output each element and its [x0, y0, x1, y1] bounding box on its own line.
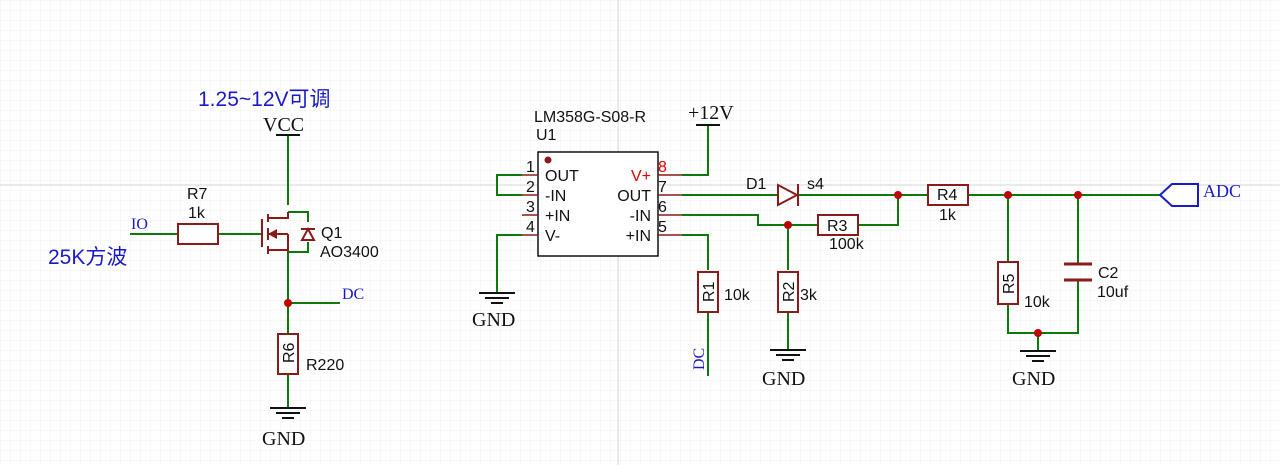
- u1-pin-num: 7: [658, 179, 667, 196]
- gnd-label-r2: GND: [762, 368, 805, 390]
- r1-body[interactable]: [697, 271, 719, 313]
- adc-port-flag[interactable]: [1158, 183, 1199, 207]
- u1-pin-num: 3: [526, 199, 535, 216]
- r7-body[interactable]: [177, 223, 219, 245]
- u1-pin-name: V+: [631, 168, 651, 185]
- dc-net-label-left: DC: [342, 286, 364, 303]
- d1-ref: D1: [746, 176, 767, 193]
- u1-pin-name: -IN: [545, 188, 566, 205]
- s4-net-label: s4: [807, 176, 824, 193]
- q1-ref: Q1: [321, 225, 342, 242]
- u1-part: LM358G-S08-R: [534, 109, 646, 126]
- u1-body[interactable]: [537, 151, 659, 257]
- dc-net-label-r1: DC: [691, 348, 708, 370]
- r6-ref: R6: [281, 342, 298, 363]
- r7-ref: R7: [187, 186, 208, 203]
- gnd-symbol-left: [270, 407, 306, 419]
- gnd-label-left: GND: [262, 428, 305, 450]
- c2-value: 10uf: [1097, 284, 1129, 301]
- voltage-note: 1.25~12V可调: [198, 88, 331, 111]
- r2-ref: R2: [781, 281, 798, 302]
- r7-value: 1k: [188, 205, 206, 222]
- u1-pin-num: 6: [658, 199, 667, 216]
- wires-right: [968, 194, 1160, 351]
- r5-value: 10k: [1024, 294, 1051, 311]
- u1-ref: U1: [536, 127, 557, 144]
- r4-body[interactable]: [927, 184, 969, 206]
- u1-left-pins: 1 OUT 2 -IN 3 +IN 4 V-: [526, 159, 579, 245]
- u1-pin-name: +IN: [545, 208, 570, 225]
- gnd-label-opamp: GND: [472, 309, 515, 331]
- r1-ref: R1: [701, 281, 718, 302]
- junction-gnd-rc: [1034, 329, 1042, 337]
- plus12v-label: +12V: [688, 102, 734, 124]
- r2-value: 3k: [800, 287, 818, 304]
- junction-r2-r3: [784, 221, 792, 229]
- u1-pin-num: 1: [526, 159, 535, 176]
- r6-value: R220: [306, 357, 344, 374]
- u1-pin-num: 8: [658, 159, 667, 176]
- u1-right-pins: 8 V+ 7 OUT 6 -IN 5 +IN: [617, 159, 667, 245]
- wires-left: [130, 135, 340, 408]
- resistor-r1[interactable]: R1 10k: [697, 271, 751, 313]
- u1-pin-num: 2: [526, 179, 535, 196]
- u1-pin-stubs: [522, 174, 682, 236]
- u1-pin-name: OUT: [545, 168, 579, 185]
- r3-value: 100k: [829, 236, 865, 253]
- junction-c2-top: [1074, 191, 1082, 199]
- wires-opamp: [496, 125, 928, 376]
- gnd-symbol-r2: [770, 349, 806, 361]
- u1-pin-name: OUT: [617, 188, 651, 205]
- r2-body[interactable]: [777, 271, 799, 313]
- u1-pin-name: V-: [545, 228, 560, 245]
- d1-body[interactable]: [777, 183, 800, 207]
- diode-d1[interactable]: D1: [746, 176, 800, 207]
- resistor-r6[interactable]: R6 R220: [277, 333, 344, 375]
- u1-pin1-marker: [544, 156, 552, 164]
- gnd-symbol-rc: [1020, 350, 1056, 362]
- u1-pin-num: 4: [526, 219, 535, 236]
- u1-pin-name: +IN: [626, 228, 651, 245]
- capacitor-c2[interactable]: C2 10uf: [1064, 262, 1129, 301]
- q1-value: AO3400: [320, 244, 379, 261]
- resistor-r3[interactable]: R3 100k: [817, 214, 865, 253]
- resistor-r4[interactable]: R4 1k: [927, 184, 969, 224]
- c2-ref: C2: [1098, 265, 1119, 282]
- io-label: IO: [131, 216, 148, 233]
- junction-r5-top: [1004, 191, 1012, 199]
- vcc-label: VCC: [263, 114, 304, 136]
- adc-port[interactable]: ADC: [1158, 181, 1241, 207]
- opamp-u1[interactable]: LM358G-S08-R U1 1 OUT 2 -IN 3 +IN 4 V- 8…: [522, 109, 682, 257]
- junction-s4-r3: [894, 191, 902, 199]
- r5-ref: R5: [1001, 273, 1018, 294]
- r4-value: 1k: [939, 207, 957, 224]
- pwm-note: 25K方波: [48, 246, 127, 269]
- r4-ref: R4: [937, 187, 958, 204]
- u1-pin-name: -IN: [630, 208, 651, 225]
- r3-body[interactable]: [817, 214, 859, 236]
- u1-pin-num: 5: [658, 219, 667, 236]
- r1-value: 10k: [724, 287, 751, 304]
- resistor-r5[interactable]: R5 10k: [997, 261, 1051, 311]
- r3-ref: R3: [827, 218, 848, 235]
- resistor-r2[interactable]: R2 3k: [777, 271, 818, 313]
- gnd-label-rc: GND: [1012, 368, 1055, 390]
- r6-body[interactable]: [277, 333, 299, 375]
- r5-body[interactable]: [997, 261, 1019, 305]
- adc-label: ADC: [1203, 181, 1241, 201]
- junction-dc-node: [284, 299, 292, 307]
- gnd-symbol-opamp: [479, 292, 515, 304]
- resistor-r7[interactable]: R7 1k: [177, 186, 219, 245]
- mosfet-q1[interactable]: Q1 AO3400: [261, 212, 379, 261]
